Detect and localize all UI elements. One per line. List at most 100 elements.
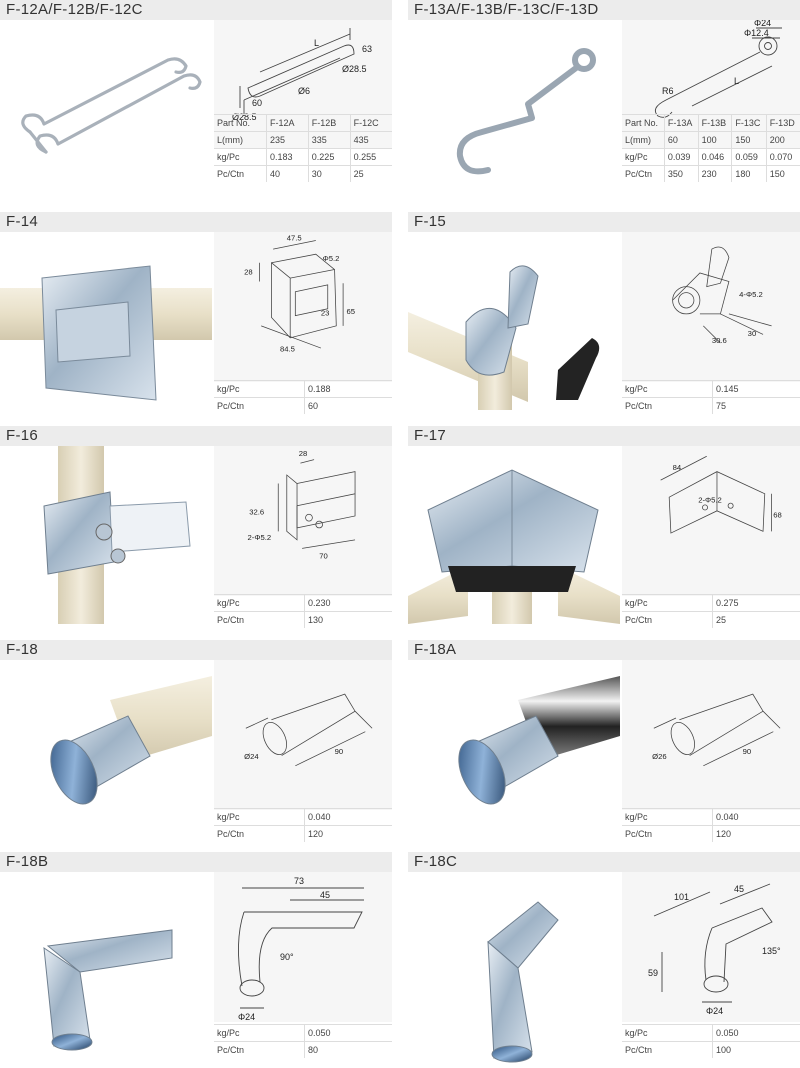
product-header: F-18C — [408, 852, 800, 872]
product-header: F-12A/F-12B/F-12C — [0, 0, 392, 20]
dim-label: Φ24 — [238, 1012, 255, 1022]
table-row: Pc/Ctn 130 — [214, 611, 392, 628]
dim-label: 135° — [762, 946, 781, 956]
product-photo — [0, 232, 212, 410]
dim-label: 23 — [321, 309, 330, 318]
spec-label: kg/Pc — [214, 594, 305, 612]
table-cell: 235 — [265, 131, 309, 149]
dim-label: Φ12.4 — [744, 28, 769, 38]
spec-value: 0.230 — [304, 594, 392, 612]
dim-label: 90 — [743, 747, 752, 756]
table-cell: 0.070 — [765, 148, 800, 166]
dim-label: 63 — [362, 44, 372, 54]
dim-label: Φ5.2 — [323, 254, 340, 263]
table-row: Pc/Ctn 60 — [214, 397, 392, 414]
pipe-end-cap-chrome-image — [458, 676, 620, 805]
table-cell: 0.039 — [663, 148, 699, 166]
dim-label: 45 — [320, 890, 330, 900]
dim-label: 28 — [299, 449, 308, 458]
corner-plate-image — [408, 469, 620, 624]
spec-value: 120 — [304, 825, 392, 842]
bracket-image — [43, 446, 191, 624]
dim-label: 2-Φ5.2 — [248, 533, 272, 542]
angled-connector-image — [487, 901, 559, 1063]
dim-label: 4-Φ5.2 — [739, 290, 763, 299]
dim-label: 68 — [773, 511, 782, 520]
eye-hook-image — [456, 48, 596, 175]
table-cell: F-13C — [731, 114, 767, 132]
product-card-f16: F-16 28 32.6 2-Φ5.2 70 — [0, 426, 392, 628]
product-card-f18: F-18 Ø24 90 kg/Pc 0.040 — [0, 640, 392, 842]
table-cell: Part No. — [622, 114, 665, 132]
table-cell: 25 — [349, 165, 392, 182]
dim-label: 101 — [674, 892, 689, 902]
table-row: L(mm) 60 100 150 200 — [622, 131, 800, 149]
dim-label: 90° — [280, 952, 294, 962]
spec-table: kg/Pc 0.040 Pc/Ctn 120 — [622, 808, 800, 842]
product-title: F-15 — [414, 213, 447, 230]
product-title: F-17 — [414, 427, 447, 444]
dim-label: L — [734, 76, 739, 86]
spec-table: kg/Pc 0.040 Pc/Ctn 120 — [214, 808, 392, 842]
table-cell: 230 — [697, 165, 732, 182]
spec-label: Pc/Ctn — [214, 611, 305, 628]
dim-label: Ø28.5 — [342, 64, 367, 74]
table-row: kg/Pc 0.145 — [622, 380, 800, 398]
dim-label: 32.6 — [249, 507, 264, 516]
spec-label: kg/Pc — [622, 1024, 713, 1042]
spec-label: Pc/Ctn — [622, 611, 713, 628]
spec-label: Pc/Ctn — [214, 825, 305, 842]
elbow-connector-image — [43, 929, 173, 1051]
table-header-row: Part No. F-13A F-13B F-13C F-13D — [622, 114, 800, 132]
table-cell: F-13B — [697, 114, 732, 132]
spec-table: kg/Pc 0.145 Pc/Ctn 75 — [622, 380, 800, 414]
spec-value: 80 — [304, 1041, 392, 1058]
dim-label: 84.5 — [280, 344, 295, 353]
product-card-f17: F-17 84 2-Φ5.2 68 — [408, 426, 800, 628]
spec-value: 0.040 — [304, 808, 392, 826]
table-cell: 435 — [349, 131, 392, 149]
spec-value: 25 — [712, 611, 800, 628]
product-photo — [408, 872, 620, 1066]
spec-value: 0.275 — [712, 594, 800, 612]
dim-label: Ø6 — [298, 86, 310, 96]
table-row: Pc/Ctn 120 — [622, 825, 800, 842]
technical-drawing: Ø24 90 — [214, 660, 392, 810]
table-row: kg/Pc 0.050 — [622, 1024, 800, 1042]
product-title: F-12A/F-12B/F-12C — [6, 1, 143, 18]
spec-table: kg/Pc 0.275 Pc/Ctn 25 — [622, 594, 800, 628]
product-card-f18b: F-18B 73 45 90° Φ24 kg/Pc — [0, 852, 392, 1066]
table-cell: 0.059 — [731, 148, 767, 166]
table-cell: Pc/Ctn — [622, 165, 665, 182]
spec-label: kg/Pc — [214, 380, 305, 398]
spec-value: 120 — [712, 825, 800, 842]
spec-label: kg/Pc — [622, 380, 713, 398]
table-cell: F-13D — [765, 114, 800, 132]
pipe-end-cap-image — [50, 676, 212, 805]
spec-table: kg/Pc 0.050 Pc/Ctn 80 — [214, 1024, 392, 1058]
dim-label: 2-Φ5.2 — [698, 495, 722, 504]
table-row: Pc/Ctn 350 230 180 150 — [622, 165, 800, 182]
dim-label: 30 — [748, 329, 757, 338]
table-header-row: Part No. F-12A F-12B F-12C — [214, 114, 392, 132]
table-row: Pc/Ctn 25 — [622, 611, 800, 628]
product-photo — [408, 232, 620, 410]
table-row: Pc/Ctn 40 30 25 — [214, 165, 392, 182]
product-header: F-18 — [0, 640, 392, 660]
product-card-f18a: F-18A Ø26 90 kg/Pc 0.040 — [408, 640, 800, 842]
table-cell: F-12B — [307, 114, 351, 132]
dim-label: Φ24 — [706, 1006, 723, 1016]
technical-drawing: 4-Φ5.2 30.6 30 — [622, 232, 800, 382]
product-title: F-14 — [6, 213, 39, 230]
product-photo — [408, 20, 620, 198]
product-title: F-16 — [6, 427, 39, 444]
technical-drawing: Ø26 90 — [622, 660, 800, 810]
table-cell: 350 — [663, 165, 699, 182]
sign-holder-image — [0, 265, 212, 401]
dim-label: 28 — [244, 268, 253, 277]
table-row: kg/Pc 0.050 — [214, 1024, 392, 1042]
dim-label: Ø24 — [244, 752, 259, 761]
table-cell: 0.225 — [307, 148, 351, 166]
table-cell: 150 — [731, 131, 767, 149]
product-card-f13: F-13A/F-13B/F-13C/F-13D Φ24 Φ12.4 R6 L — [408, 0, 800, 198]
